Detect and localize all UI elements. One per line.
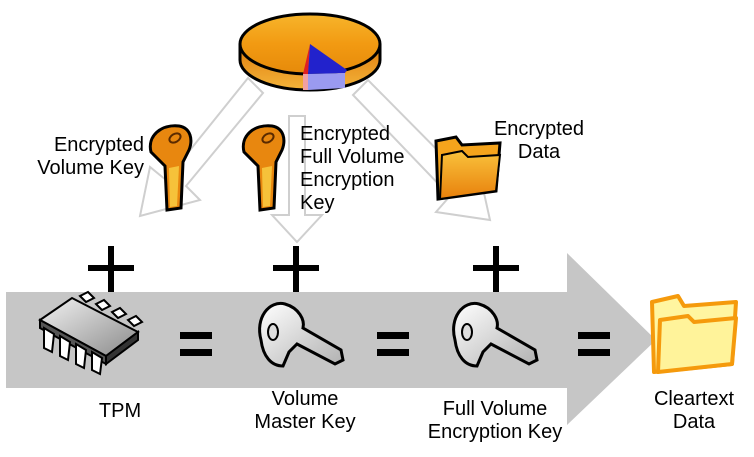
label-cleartext-data: Cleartext Data bbox=[640, 388, 748, 434]
gold-key-icon bbox=[148, 124, 193, 212]
label-line: Encrypted bbox=[300, 123, 391, 145]
label-tpm: TPM bbox=[70, 400, 170, 423]
label-line: Key bbox=[300, 192, 335, 214]
flow-arrow-shape bbox=[6, 253, 656, 425]
label-line: Full Volume bbox=[300, 146, 405, 168]
plus-sign bbox=[473, 246, 519, 292]
silver-key-icon bbox=[258, 302, 345, 368]
label-line: Volume bbox=[271, 388, 339, 410]
label-volume-master-key: Volume Master Key bbox=[240, 388, 370, 434]
label-line: Data bbox=[517, 141, 561, 163]
label-encrypted-data: Encrypted Data bbox=[484, 118, 594, 164]
label-line: Volume Key bbox=[37, 157, 144, 179]
gold-key-icon bbox=[241, 124, 286, 212]
label-line: Cleartext bbox=[653, 388, 735, 410]
plus-sign bbox=[88, 246, 134, 292]
label-line: Data bbox=[672, 411, 716, 433]
label-full-volume-encryption-key: Full Volume Encryption Key bbox=[410, 398, 580, 444]
label-line: Encrypted bbox=[53, 134, 144, 156]
label-encrypted-fvek: Encrypted Full Volume Encryption Key bbox=[300, 123, 405, 215]
equals-sign bbox=[377, 332, 409, 356]
chip-icon bbox=[38, 290, 144, 376]
label-line: TPM bbox=[98, 400, 142, 422]
orange-folder-icon bbox=[434, 135, 502, 201]
arrow-to-fvek bbox=[269, 115, 325, 244]
label-encrypted-volume-key: Encrypted Volume Key bbox=[28, 134, 144, 180]
equals-sign bbox=[578, 332, 610, 356]
label-line: Encryption bbox=[300, 169, 395, 191]
label-line: Master Key bbox=[254, 411, 356, 433]
equals-sign bbox=[180, 332, 212, 356]
label-line: Encrypted bbox=[493, 118, 585, 140]
yellow-folder-icon bbox=[650, 294, 738, 374]
pie-chart-icon bbox=[238, 12, 382, 92]
plus-sign bbox=[273, 246, 319, 292]
label-line: Encryption Key bbox=[427, 421, 563, 443]
silver-key-icon bbox=[452, 302, 539, 368]
label-line: Full Volume bbox=[442, 398, 548, 420]
